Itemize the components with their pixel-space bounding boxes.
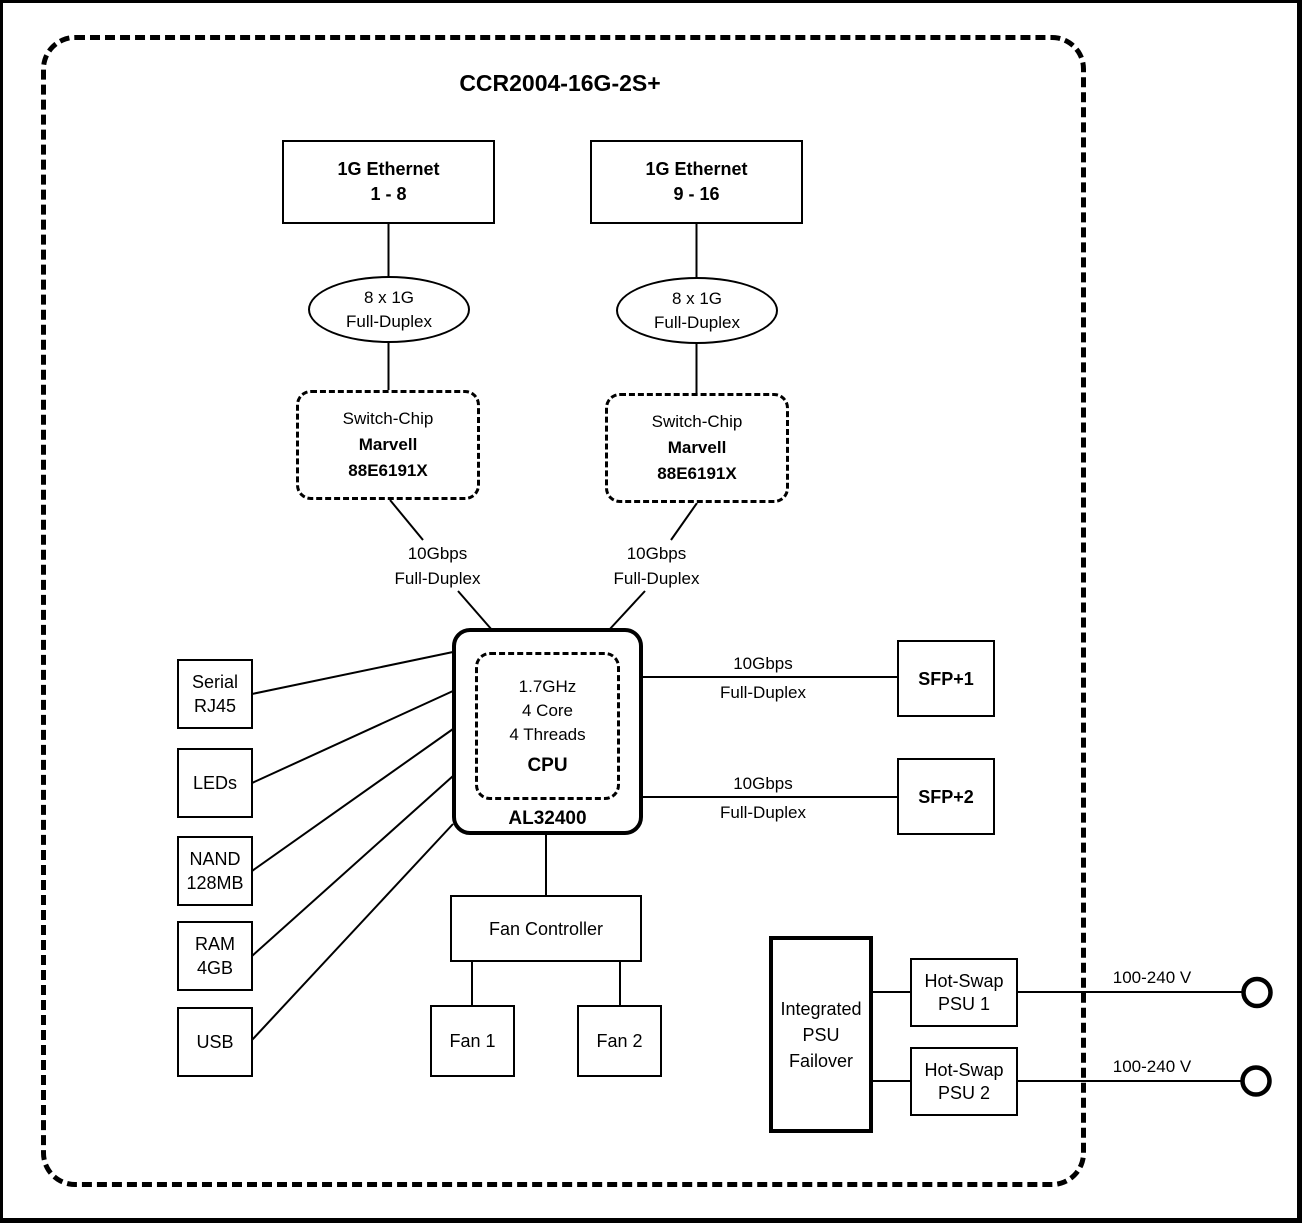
cpu-model: AL32400 [508, 808, 587, 829]
wire-switch2-uplink-label [670, 502, 698, 541]
switch-chip-vendor: Marvell [358, 435, 418, 454]
peripheral-nand-box: NAND 128MB [177, 836, 253, 906]
psu1-box: Hot-Swap PSU 1 [910, 958, 1018, 1027]
fan-controller-box: Fan Controller [450, 895, 642, 962]
cpu-clock: 1.7GHz [518, 676, 577, 696]
psu-failover-box: Integrated PSU Failover [769, 936, 873, 1133]
mains-voltage-1: 100-240 V [1112, 968, 1192, 987]
fan-controller-label: Fan Controller [488, 918, 604, 939]
sfp1-link-speed: 10Gbps [733, 654, 793, 673]
psu2-box: Hot-Swap PSU 2 [910, 1047, 1018, 1116]
uplink-mode: Full-Duplex [613, 569, 700, 588]
uplink-speed: 10Gbps [407, 544, 468, 563]
psu-failover-label: Failover [788, 1050, 854, 1071]
cpu-label: CPU [527, 754, 568, 776]
phy-link-mode: Full-Duplex [654, 312, 740, 332]
sfp1-box: SFP+1 [897, 640, 995, 717]
wire-nand-cpu [251, 728, 454, 872]
peripheral-label: 128MB [186, 873, 244, 893]
chassis-boundary [41, 35, 1086, 1187]
sfp2-link-mode: Full-Duplex [720, 803, 806, 822]
ethernet-group-9-16-box: 1G Ethernet 9 - 16 [590, 140, 803, 224]
fan2-box: Fan 2 [577, 1005, 662, 1077]
switch-chip-vendor: Marvell [667, 438, 727, 457]
ethernet-group-ports: 9 - 16 [673, 184, 720, 204]
peripheral-serial-box: Serial RJ45 [177, 659, 253, 729]
cpu-threads: 4 Threads [509, 724, 586, 744]
uplink-mode: Full-Duplex [394, 569, 481, 588]
sfp2-box: SFP+2 [897, 758, 995, 835]
sfp-label: SFP+1 [918, 668, 974, 689]
cpu-box: 1.7GHz 4 Core 4 Threads CPU AL32400 [452, 628, 643, 835]
wire-leds-cpu [251, 690, 454, 784]
psu-label: PSU 1 [937, 993, 991, 1014]
peripheral-leds-box: LEDs [177, 748, 253, 818]
psu-failover-label: Integrated [780, 998, 862, 1019]
peripheral-usb-box: USB [177, 1007, 253, 1077]
fan-label: Fan 2 [596, 1031, 643, 1051]
switch-chip-role: Switch-Chip [342, 409, 434, 428]
ethernet-group-name: 1G Ethernet [645, 159, 748, 179]
wire-switch1-uplink-label [389, 499, 424, 541]
sfp-label: SFP+2 [918, 786, 974, 807]
phy-link-capacity: 8 x 1G [363, 287, 415, 307]
mains-voltage-2: 100-240 V [1112, 1057, 1192, 1076]
peripheral-label: 4GB [196, 958, 234, 978]
cpu-cores: 4 Core [521, 700, 574, 720]
uplink-label-switch1: 10Gbps Full-Duplex [360, 541, 515, 591]
psu-label: Hot-Swap [924, 1059, 1004, 1080]
peripheral-label: USB [196, 1032, 234, 1052]
switch-chip-2-box: Switch-Chip Marvell 88E6191X [605, 393, 789, 503]
ethernet-group-ports: 1 - 8 [370, 184, 407, 204]
fan-label: Fan 1 [449, 1031, 496, 1051]
switch-chip-model: 88E6191X [348, 461, 428, 480]
sfp2-link-speed: 10Gbps [733, 774, 793, 793]
switch-chip-role: Switch-Chip [651, 412, 743, 431]
power-inlet-1-icon [1241, 976, 1273, 1009]
peripheral-ram-box: RAM 4GB [177, 921, 253, 991]
cpu-core-box: 1.7GHz 4 Core 4 Threads CPU [475, 652, 620, 800]
peripheral-label: NAND [189, 849, 241, 869]
switch-chip-1-box: Switch-Chip Marvell 88E6191X [296, 390, 480, 500]
peripheral-label: RJ45 [193, 696, 237, 716]
phy-link-capacity: 8 x 1G [671, 288, 723, 308]
wire-uplink-label-cpu-left [457, 590, 493, 631]
phy-link-1-ellipse: 8 x 1G Full-Duplex [308, 276, 470, 343]
psu-label: Hot-Swap [924, 970, 1004, 991]
peripheral-label: LEDs [192, 773, 237, 793]
wire-ram-cpu [251, 775, 454, 957]
psu-failover-label: PSU [802, 1024, 840, 1045]
peripheral-label: RAM [195, 934, 235, 954]
peripheral-label: Serial [191, 672, 239, 692]
wire-uplink-label-cpu-right [608, 590, 646, 631]
ethernet-group-1-8-box: 1G Ethernet 1 - 8 [282, 140, 495, 224]
phy-link-2-ellipse: 8 x 1G Full-Duplex [616, 277, 778, 344]
fan1-box: Fan 1 [430, 1005, 515, 1077]
sfp1-link-mode: Full-Duplex [720, 683, 806, 702]
psu-label: PSU 2 [937, 1082, 991, 1103]
switch-chip-model: 88E6191X [657, 464, 737, 483]
wire-serial-cpu [251, 651, 454, 695]
diagram-title: CCR2004-16G-2S+ [459, 70, 661, 96]
ethernet-group-name: 1G Ethernet [337, 159, 440, 179]
power-inlet-2-icon [1240, 1065, 1272, 1097]
wire-usb-cpu [251, 823, 454, 1041]
phy-link-mode: Full-Duplex [346, 311, 432, 331]
uplink-label-switch2: 10Gbps Full-Duplex [579, 541, 734, 591]
uplink-speed: 10Gbps [626, 544, 687, 563]
